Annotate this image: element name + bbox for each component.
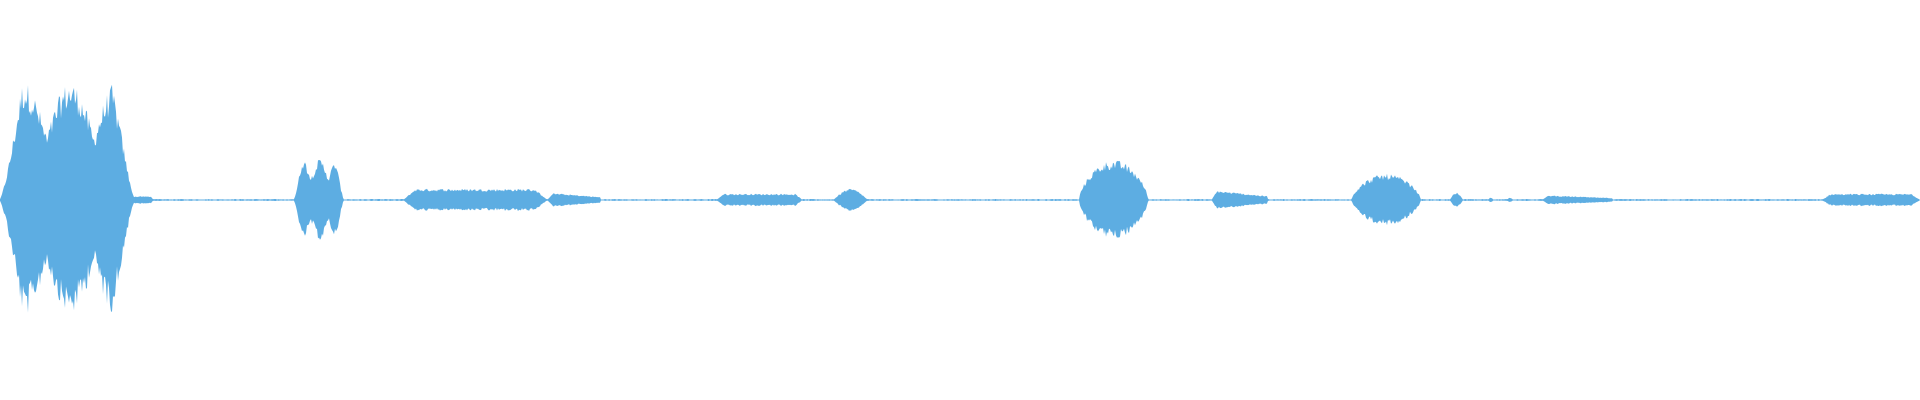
waveform-amplitude-envelope: [0, 84, 1919, 313]
